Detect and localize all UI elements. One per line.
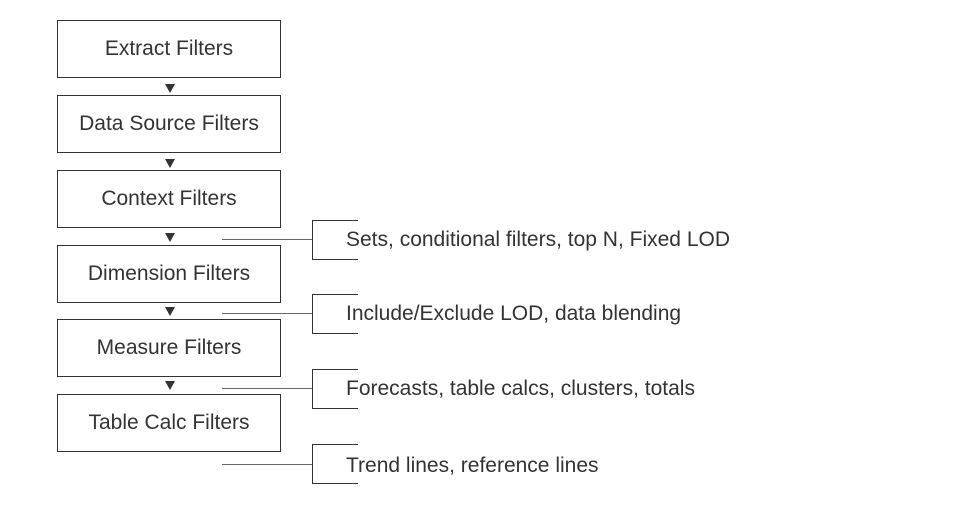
down-arrow-icon — [165, 381, 175, 390]
filter-label: Measure Filters — [96, 336, 242, 359]
down-arrow-icon — [165, 84, 175, 93]
filter-box-table-calc: Table Calc Filters — [57, 394, 281, 452]
filter-box-extract: Extract Filters — [57, 20, 281, 78]
note-sets-fixed-lod: Sets, conditional filters, top N, Fixed … — [346, 228, 730, 251]
note-bracket — [312, 220, 358, 260]
filter-box-context: Context Filters — [57, 170, 281, 228]
note-forecasts-table-calcs: Forecasts, table calcs, clusters, totals — [346, 377, 695, 400]
filter-box-dimension: Dimension Filters — [57, 245, 281, 303]
note-bracket — [312, 294, 358, 334]
filter-label: Table Calc Filters — [88, 411, 250, 434]
connector-line — [222, 313, 312, 314]
filter-label: Data Source Filters — [79, 112, 259, 135]
note-bracket — [312, 369, 358, 409]
filter-label: Context Filters — [101, 187, 237, 210]
filter-box-data-source: Data Source Filters — [57, 95, 281, 153]
down-arrow-icon — [165, 233, 175, 242]
note-bracket — [312, 444, 358, 484]
filter-label: Dimension Filters — [87, 262, 251, 285]
down-arrow-icon — [165, 159, 175, 168]
connector-line — [222, 388, 312, 389]
note-include-exclude-lod: Include/Exclude LOD, data blending — [346, 302, 682, 325]
filter-label: Extract Filters — [104, 37, 234, 60]
connector-line — [222, 464, 312, 465]
note-trend-reference-lines: Trend lines, reference lines — [346, 454, 599, 477]
filter-box-measure: Measure Filters — [57, 319, 281, 377]
connector-line — [222, 239, 312, 240]
down-arrow-icon — [165, 307, 175, 316]
